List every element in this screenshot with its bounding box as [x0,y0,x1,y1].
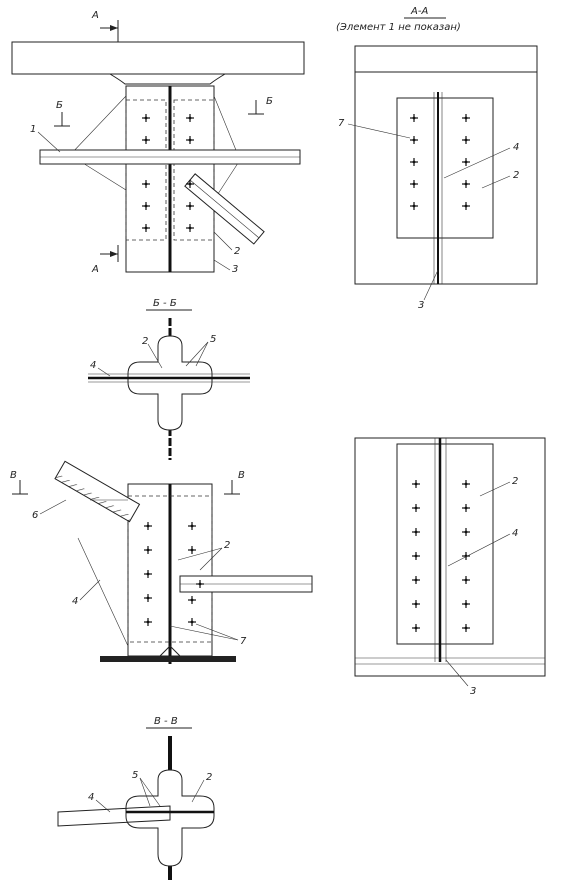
callout-2-main: 2 [234,246,240,257]
callout-5-section-b: 5 [210,334,216,345]
cut-v-left-label: В [10,470,17,481]
section-b-b-view: Б - Б 2 5 4 [88,298,250,460]
cut-a-bottom-label: А [91,264,99,275]
callout-5-section-v: 5 [132,770,138,781]
callout-3-section-a: 3 [418,300,424,311]
main-elevation-view: А Б Б А [11,10,305,275]
callout-2-lower: 2 [224,540,230,551]
callout-4-section-b: 4 [90,360,96,371]
cut-b-right-label: Б [266,96,273,107]
slab-hatched [11,41,305,75]
callout-2-section-v: 2 [206,772,212,783]
section-a-note: (Элемент 1 не показан) [336,22,461,33]
section-b-title: Б - Б [153,298,177,309]
callout-3-right-lower: 3 [470,686,476,697]
cut-a-top-label: А [91,10,99,21]
section-a-title: А-А [410,6,428,17]
callout-3-main: 3 [232,264,238,275]
cut-b-left-label: Б [56,100,63,111]
callout-2-section-b: 2 [142,336,148,347]
cut-v-right-label: В [238,470,245,481]
callout-2-section-a: 2 [513,170,519,181]
callout-7-lower: 7 [240,636,247,647]
section-v-title: В - В [154,716,178,727]
callout-4-right-lower: 4 [512,528,518,539]
callout-4-lower: 4 [72,596,78,607]
right-lower-view: 2 4 3 [354,437,546,697]
section-v-v-view: В - В 5 2 4 [57,716,215,880]
callout-4-section-a: 4 [513,142,519,153]
callout-7-section-a: 7 [338,118,345,129]
callout-4-section-v: 4 [88,792,94,803]
section-a-a-view: А-А (Элемент 1 не показан) 7 4 2 3 [336,6,538,311]
callout-6: 6 [32,510,38,521]
callout-1: 1 [30,124,36,135]
lower-elevation-view: В В 6 4 2 [10,460,313,664]
callout-2-right-lower: 2 [512,476,518,487]
